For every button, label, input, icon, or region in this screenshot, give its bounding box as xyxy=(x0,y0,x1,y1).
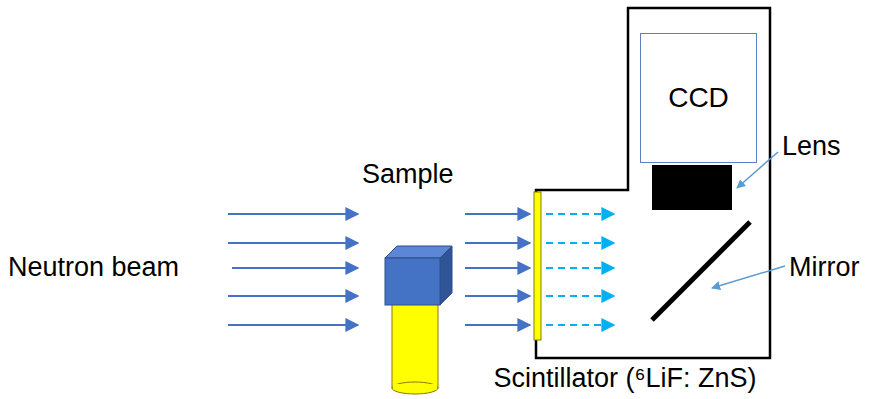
light-arrows xyxy=(546,214,614,325)
sample-holder xyxy=(392,298,438,394)
ccd-camera-box: CCD xyxy=(640,33,757,163)
mirror xyxy=(652,222,750,320)
camera-housing xyxy=(536,8,770,358)
part-label: Neutron beam xyxy=(8,253,179,283)
part-label: Scintillator (⁶LiF: ZnS) xyxy=(493,364,756,394)
neutron-beam-arrows xyxy=(228,214,358,325)
part-label: Sample xyxy=(362,160,454,190)
sample-cube xyxy=(385,246,452,305)
scintillator-plate xyxy=(534,192,541,340)
part-label: Mirror xyxy=(789,253,859,283)
mirror-leader xyxy=(712,266,785,288)
transmitted-beam-arrows xyxy=(465,214,530,325)
node-text: CCD xyxy=(668,82,729,114)
lens xyxy=(652,165,732,210)
part-label: Lens xyxy=(782,132,841,162)
